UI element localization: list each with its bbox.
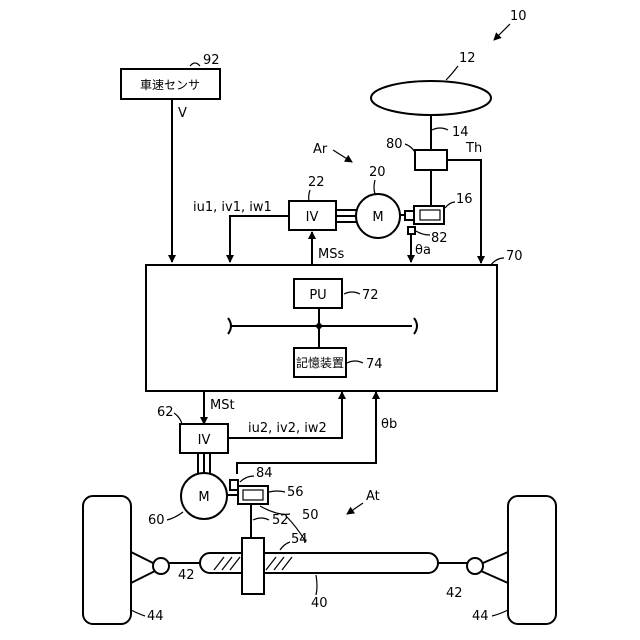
inverter-top: IV 22 — [289, 175, 336, 230]
ball-joint-right — [467, 558, 483, 574]
motor-bottom: M 60 — [148, 473, 227, 528]
storage-label: 記憶装置 — [296, 355, 344, 370]
ref-42-right: 42 — [446, 586, 463, 601]
inverter-top-label: IV — [306, 210, 319, 225]
rack-assembly: 54 40 — [200, 532, 438, 611]
ref-82: 82 — [431, 231, 448, 246]
signal-mst: MSt — [210, 398, 235, 413]
signal-th: Th — [465, 141, 482, 156]
inverter-bottom-label: IV — [198, 433, 211, 448]
ref-84: 84 — [256, 466, 273, 481]
ref-74: 74 — [366, 357, 383, 372]
signal-v: V — [178, 106, 187, 121]
ball-joint-left — [153, 558, 169, 574]
torque-sensor — [415, 150, 447, 170]
signal-mss: MSs — [318, 247, 344, 262]
figure-number: 10 — [494, 9, 527, 40]
ref-44-left: 44 — [147, 609, 164, 624]
ref-80: 80 — [386, 137, 403, 152]
ref-56: 56 — [287, 485, 304, 500]
steering-wheel: 12 — [371, 51, 491, 115]
motor-top-label: M — [372, 210, 383, 225]
ref-92: 92 — [203, 53, 220, 68]
signal-theta-b: θb — [381, 417, 397, 432]
iu1-signal-line — [230, 216, 289, 262]
figure-number-text: 10 — [510, 9, 527, 24]
gear-56: 56 — [227, 485, 304, 504]
ref-16: 16 — [456, 192, 473, 207]
ref-62: 62 — [157, 405, 174, 420]
ref-70: 70 — [506, 249, 523, 264]
ref-52: 52 — [272, 513, 289, 528]
angle-sensor-top — [408, 227, 415, 234]
annotation-at: At — [366, 489, 380, 504]
signal-iu2: iu2, iv2, iw2 — [248, 421, 327, 436]
vehicle-speed-sensor-label: 車速センサ — [140, 78, 200, 92]
ref-72: 72 — [362, 288, 379, 303]
ref-12: 12 — [459, 51, 476, 66]
wheel-left — [83, 496, 131, 624]
ref-40: 40 — [311, 596, 328, 611]
signal-theta-a: θa — [415, 243, 431, 258]
ref-20: 20 — [369, 165, 386, 180]
ref-44-right: 44 — [472, 609, 489, 624]
signal-iu1: iu1, iv1, iw1 — [193, 200, 272, 215]
angle-sensor-bottom — [230, 480, 238, 490]
ref-22: 22 — [308, 175, 325, 190]
gear-16: 16 — [400, 192, 473, 224]
ref-54: 54 — [291, 532, 308, 547]
ref-14: 14 — [452, 125, 469, 140]
pu-label: PU — [309, 288, 326, 303]
annotation-ar: Ar — [313, 142, 328, 157]
ref-60: 60 — [148, 513, 165, 528]
vehicle-speed-sensor-block: 車速センサ 92 — [121, 53, 220, 99]
th-signal-line — [447, 160, 481, 263]
motor-top: M 20 — [356, 165, 400, 238]
ref-42-left: 42 — [178, 568, 195, 583]
motor-bottom-label: M — [198, 490, 209, 505]
wheel-right — [508, 496, 556, 624]
ref-50: 50 — [302, 508, 319, 523]
